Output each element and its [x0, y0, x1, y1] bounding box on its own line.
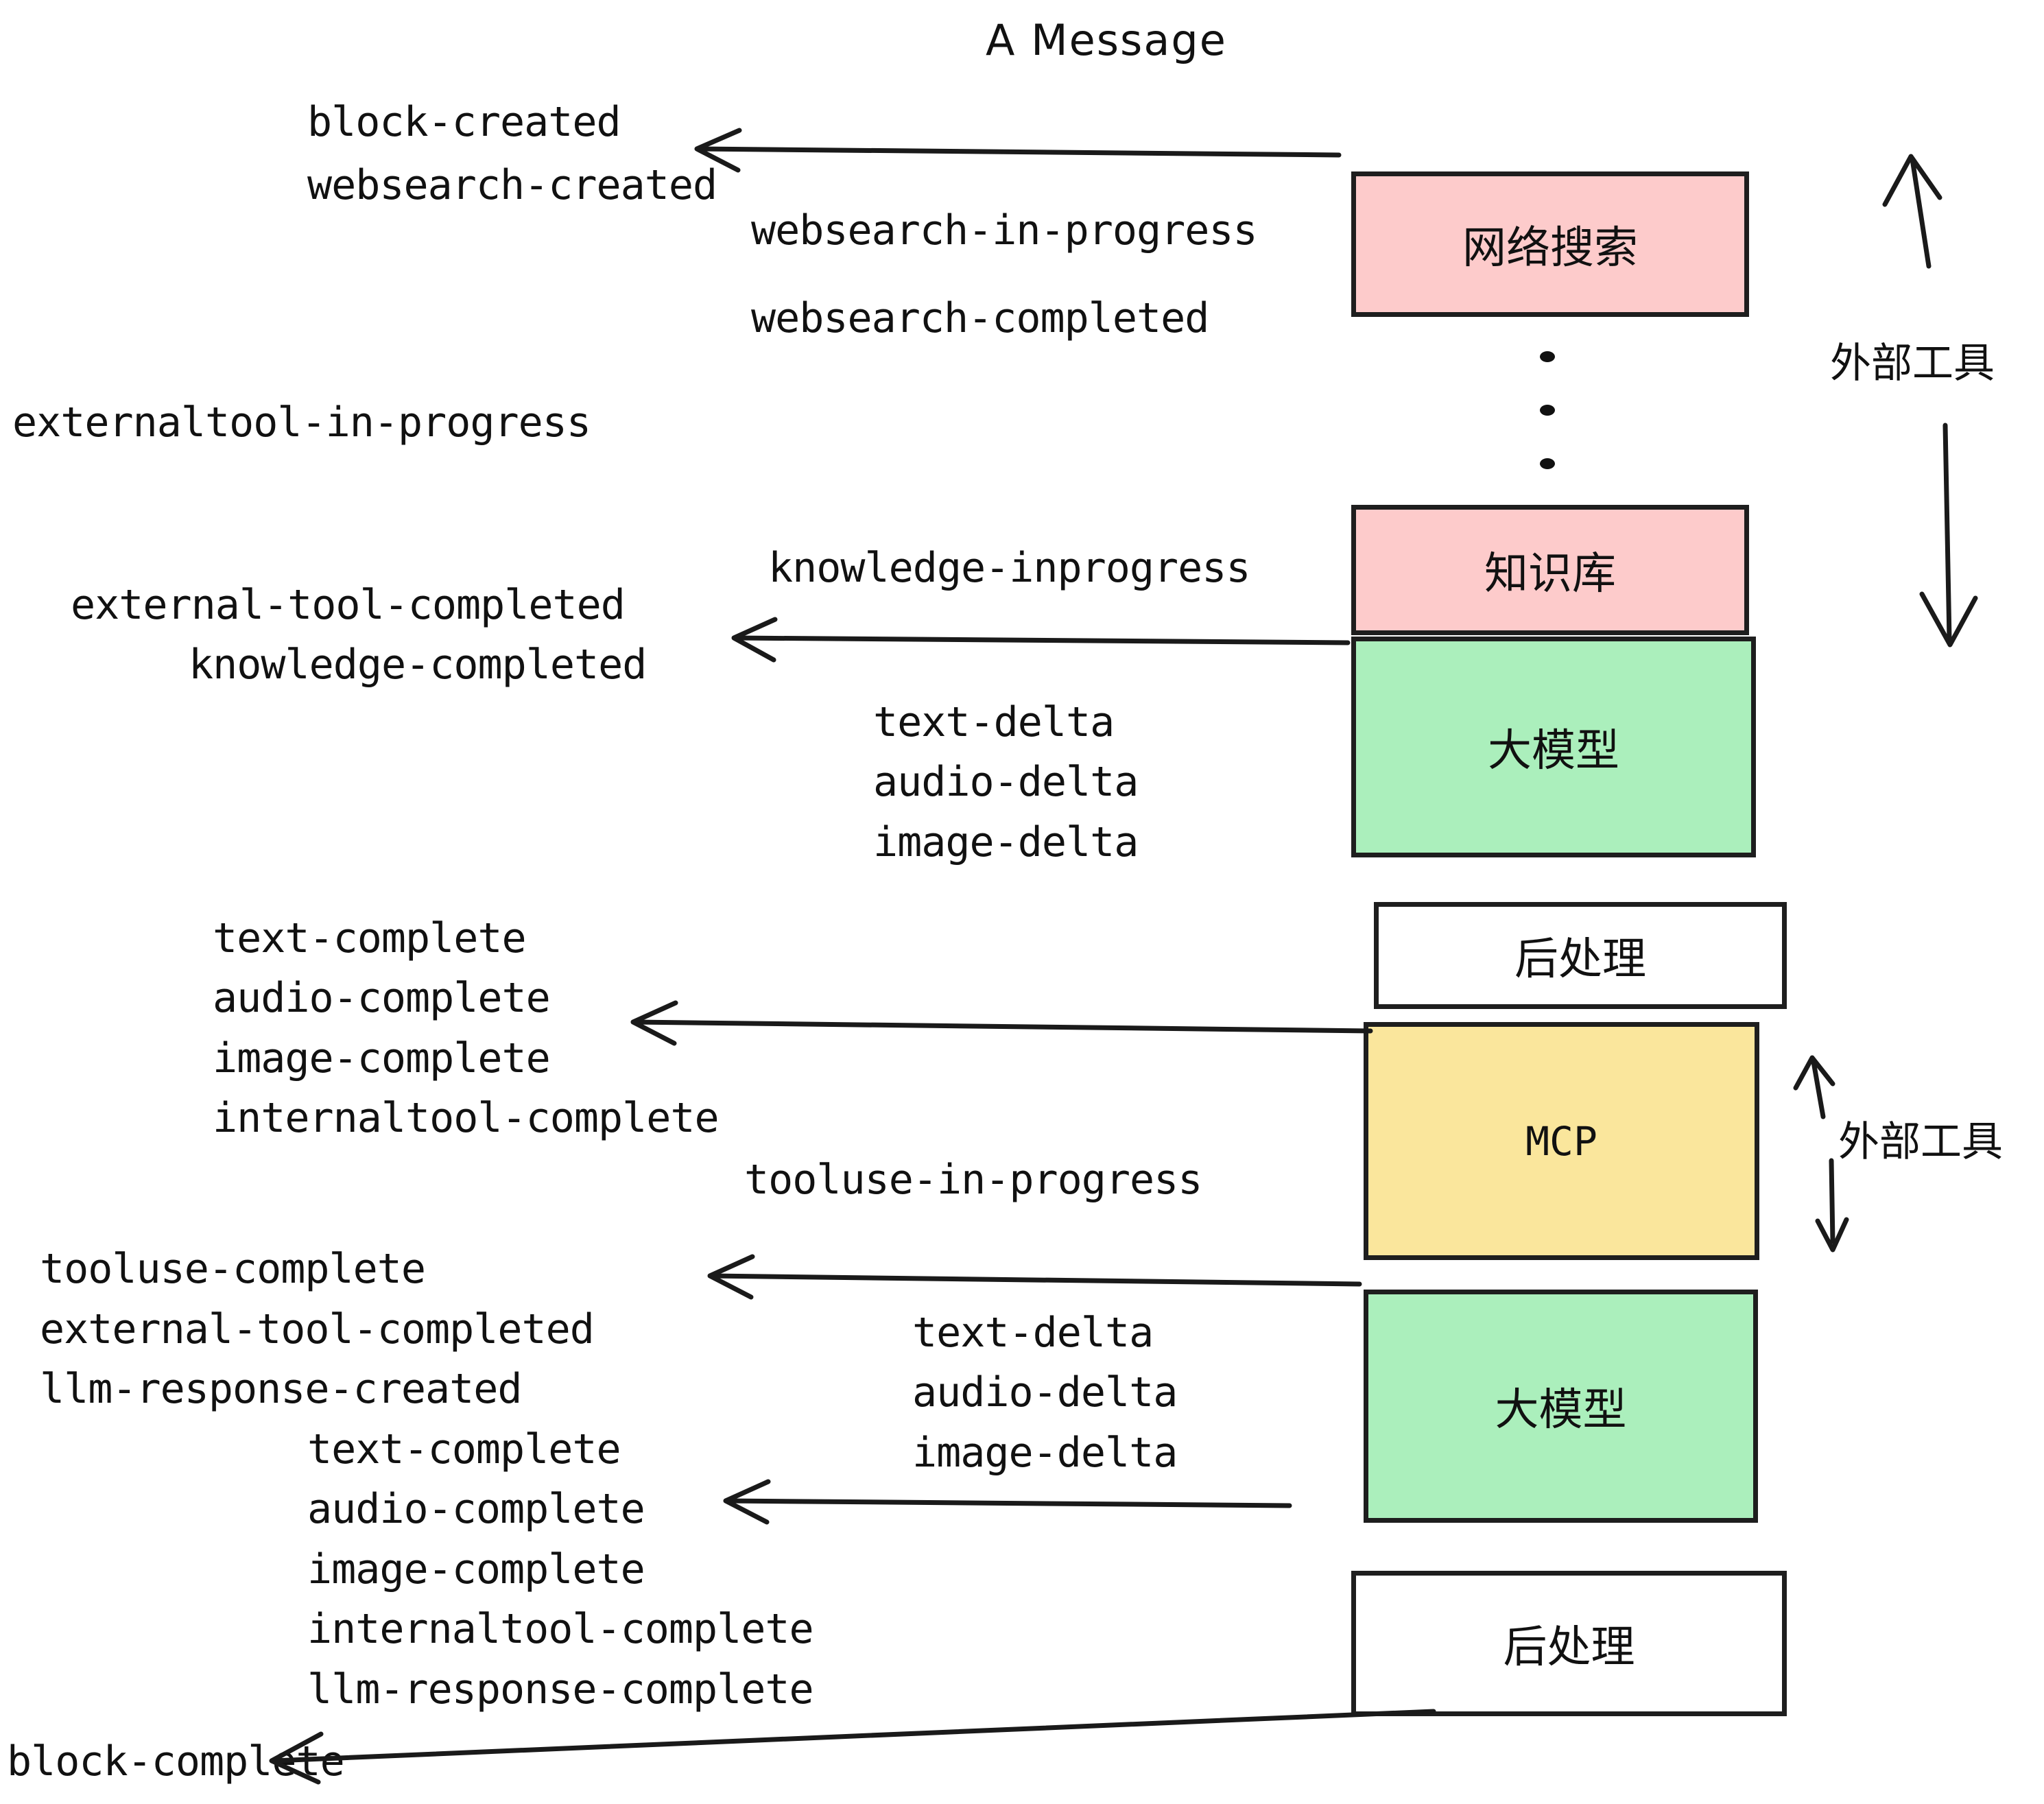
arrow-knowledge-to-completed: [731, 617, 1351, 663]
event-label-text-delta-1: text-delta: [873, 698, 1115, 746]
event-label-websearch-created: websearch-created: [307, 161, 717, 209]
ellipsis-dot-3: [1540, 458, 1555, 469]
event-label-internaltool-complete-2: internaltool-complete: [307, 1605, 814, 1653]
arrow-external-tools-down-lower: [1815, 1158, 1849, 1253]
side-label-external-tools-upper: 外部工具: [1830, 340, 1995, 388]
event-label-audio-delta-1: audio-delta: [873, 758, 1139, 806]
event-label-image-delta-1: image-delta: [873, 818, 1139, 866]
event-label-external-tool-completed-2: external-tool-completed: [40, 1305, 595, 1353]
arrow-external-tools-down-upper: [1919, 423, 1978, 648]
node-label-llm-1: 大模型: [1488, 726, 1619, 776]
event-label-websearch-in-progress: websearch-in-progress: [751, 206, 1258, 254]
event-label-audio-delta-2: audio-delta: [912, 1368, 1178, 1416]
event-label-audio-complete-1: audio-complete: [213, 974, 551, 1022]
event-label-knowledge-completed: knowledge-completed: [189, 641, 647, 689]
event-label-block-created: block-created: [307, 98, 621, 146]
arrow-postprocess2-to-block-complete: [269, 1709, 1436, 1785]
event-label-block-complete: block-complete: [7, 1737, 345, 1785]
node-label-websearch: 网络搜索: [1462, 223, 1638, 274]
node-box-llm-2[interactable]: 大模型: [1364, 1290, 1758, 1523]
node-label-postprocess-1: 后处理: [1514, 934, 1646, 985]
ellipsis-dot-2: [1540, 405, 1555, 416]
node-label-llm-2: 大模型: [1495, 1385, 1627, 1436]
node-box-llm-1[interactable]: 大模型: [1351, 637, 1756, 857]
node-label-postprocess-2: 后处理: [1503, 1622, 1635, 1673]
event-label-image-complete-1: image-complete: [213, 1034, 551, 1082]
node-label-mcp: MCP: [1525, 1117, 1597, 1165]
page-title: A Message: [986, 15, 1227, 65]
event-label-audio-complete-2: audio-complete: [307, 1485, 645, 1533]
event-label-tooluse-in-progress: tooluse-in-progress: [744, 1156, 1202, 1204]
node-box-knowledgebase[interactable]: 知识库: [1351, 505, 1749, 635]
event-label-websearch-completed: websearch-completed: [751, 294, 1209, 342]
arrow-external-tools-up-lower: [1793, 1055, 1835, 1119]
event-label-text-delta-2: text-delta: [912, 1309, 1154, 1357]
ellipsis-dot-1: [1540, 351, 1555, 362]
event-label-tooluse-complete: tooluse-complete: [40, 1245, 426, 1293]
event-label-text-complete-2: text-complete: [307, 1425, 621, 1473]
side-label-external-tools-lower: 外部工具: [1838, 1118, 2003, 1166]
arrow-llm2-to-audio-complete: [723, 1479, 1292, 1525]
node-box-mcp[interactable]: MCP: [1364, 1022, 1759, 1260]
event-label-image-delta-2: image-delta: [912, 1429, 1178, 1477]
event-label-knowledge-inprogress: knowledge-inprogress: [768, 544, 1250, 592]
event-label-text-complete-1: text-complete: [213, 914, 527, 962]
node-label-knowledgebase: 知识库: [1484, 549, 1616, 600]
node-box-websearch[interactable]: 网络搜索: [1351, 171, 1749, 317]
node-box-postprocess-2[interactable]: 后处理: [1351, 1571, 1787, 1716]
event-label-llm-response-created: llm-response-created: [40, 1365, 522, 1413]
arrow-external-tools-up-upper: [1882, 154, 1942, 269]
event-label-externaltool-in-progress: externaltool-in-progress: [12, 399, 591, 447]
event-label-image-complete-2: image-complete: [307, 1545, 645, 1593]
arrow-mcp-to-tooluse-complete: [707, 1254, 1362, 1300]
arrow-postprocess1-to-complete: [630, 1000, 1373, 1046]
node-box-postprocess-1[interactable]: 后处理: [1374, 902, 1787, 1009]
arrow-websearch-to-created: [694, 128, 1342, 173]
event-label-internaltool-complete-1: internaltool-complete: [213, 1094, 720, 1142]
event-label-llm-response-complete: llm-response-complete: [307, 1665, 814, 1713]
event-label-external-tool-completed-1: external-tool-completed: [71, 581, 626, 629]
